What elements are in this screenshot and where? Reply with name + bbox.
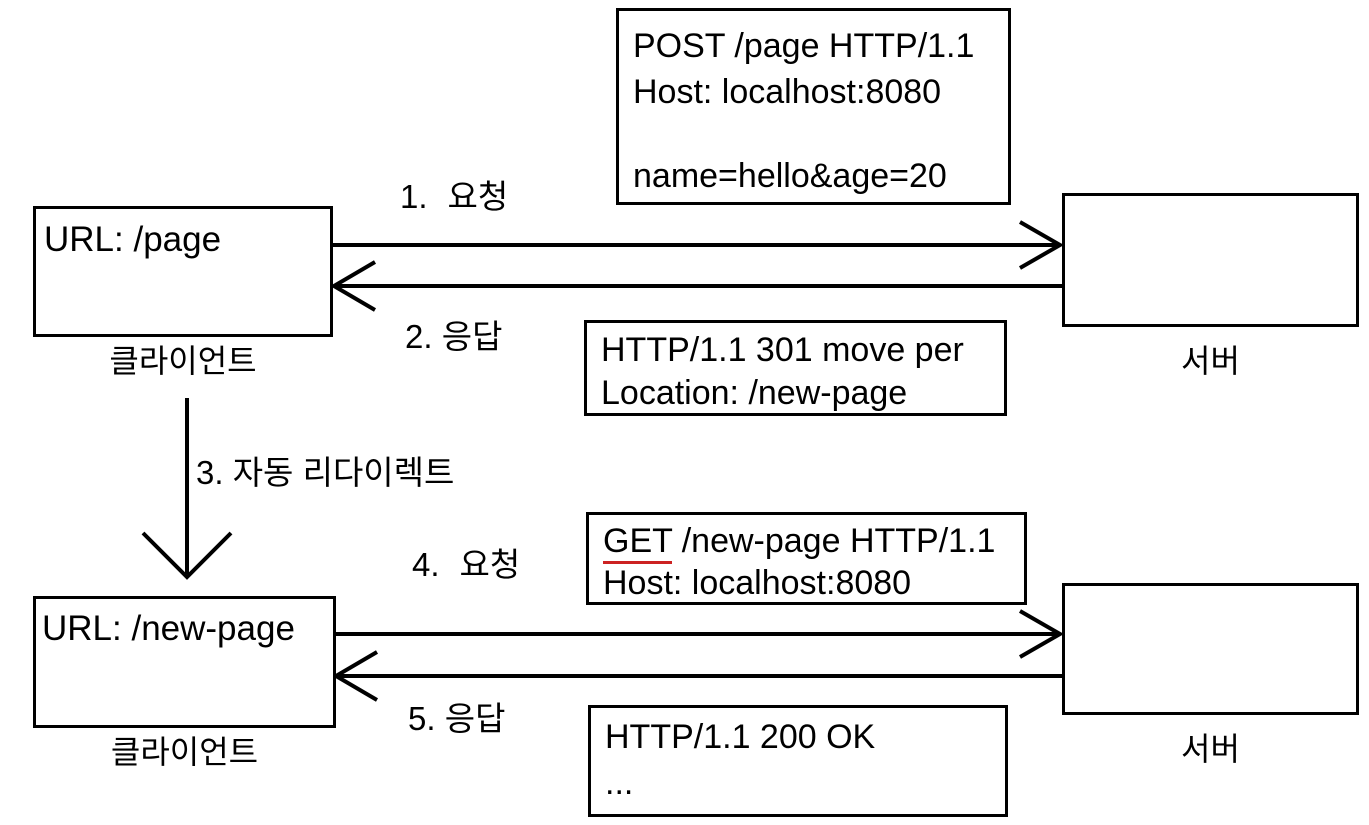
step-2-number: 2.	[405, 318, 433, 355]
message-box-response-2[interactable]: HTTP/1.1 200 OK ...	[588, 705, 1008, 817]
node-server-top-caption: 서버	[1181, 343, 1240, 379]
request-2-line-2: Host: localhost:8080	[603, 564, 912, 602]
node-server-bottom[interactable]	[1062, 583, 1359, 715]
request-1-line-1: POST /page HTTP/1.1	[633, 27, 975, 65]
message-box-response-1[interactable]: HTTP/1.1 301 move per Location: /new-pag…	[584, 320, 1007, 416]
step-5-text: 응답	[444, 700, 506, 737]
arrow-response-2	[332, 650, 1062, 702]
step-4-number: 4.	[412, 546, 440, 583]
step-5-number: 5.	[408, 700, 436, 737]
node-client-top-caption: 클라이언트	[109, 343, 257, 379]
request-1-line-4: name=hello&age=20	[633, 157, 947, 195]
response-1-line-1: HTTP/1.1 301 move per	[601, 331, 964, 369]
step-label-1: 1. 요청	[400, 180, 508, 213]
response-2-line-1: HTTP/1.1 200 OK	[605, 718, 876, 756]
step-4-text: 요청	[459, 546, 521, 583]
step-label-4: 4. 요청	[412, 548, 520, 581]
node-client-bottom-caption: 클라이언트	[110, 734, 259, 770]
step-label-2: 2. 응답	[405, 320, 502, 353]
arrow-request-1	[333, 220, 1065, 270]
node-client-top[interactable]	[33, 206, 333, 337]
request-1-line-2: Host: localhost:8080	[633, 73, 942, 111]
node-client-top-title: URL: /page	[44, 220, 222, 259]
node-client-bottom[interactable]	[33, 596, 336, 728]
response-1-line-2: Location: /new-page	[601, 374, 908, 412]
step-label-3: 3. 자동 리다이렉트	[196, 454, 455, 491]
request-2-line-1-rest: /new-page HTTP/1.1	[672, 522, 996, 560]
node-server-bottom-caption: 서버	[1181, 731, 1240, 767]
node-client-bottom-title: URL: /new-page	[42, 609, 295, 648]
arrow-response-1	[330, 260, 1062, 312]
step-1-text: 요청	[447, 178, 509, 215]
request-2-line-1: GET /new-page HTTP/1.1	[603, 522, 996, 564]
step-2-text: 응답	[441, 318, 503, 355]
node-server-top[interactable]	[1062, 193, 1359, 327]
arrow-request-2	[336, 609, 1065, 659]
message-box-request-1[interactable]: POST /page HTTP/1.1 Host: localhost:8080…	[616, 8, 1011, 205]
step-label-5: 5. 응답	[408, 702, 505, 735]
http-method-token: GET	[603, 522, 673, 564]
step-1-number: 1.	[400, 178, 428, 215]
response-2-line-2: ...	[605, 764, 634, 802]
message-box-request-2[interactable]: GET /new-page HTTP/1.1 Host: localhost:8…	[586, 512, 1027, 605]
